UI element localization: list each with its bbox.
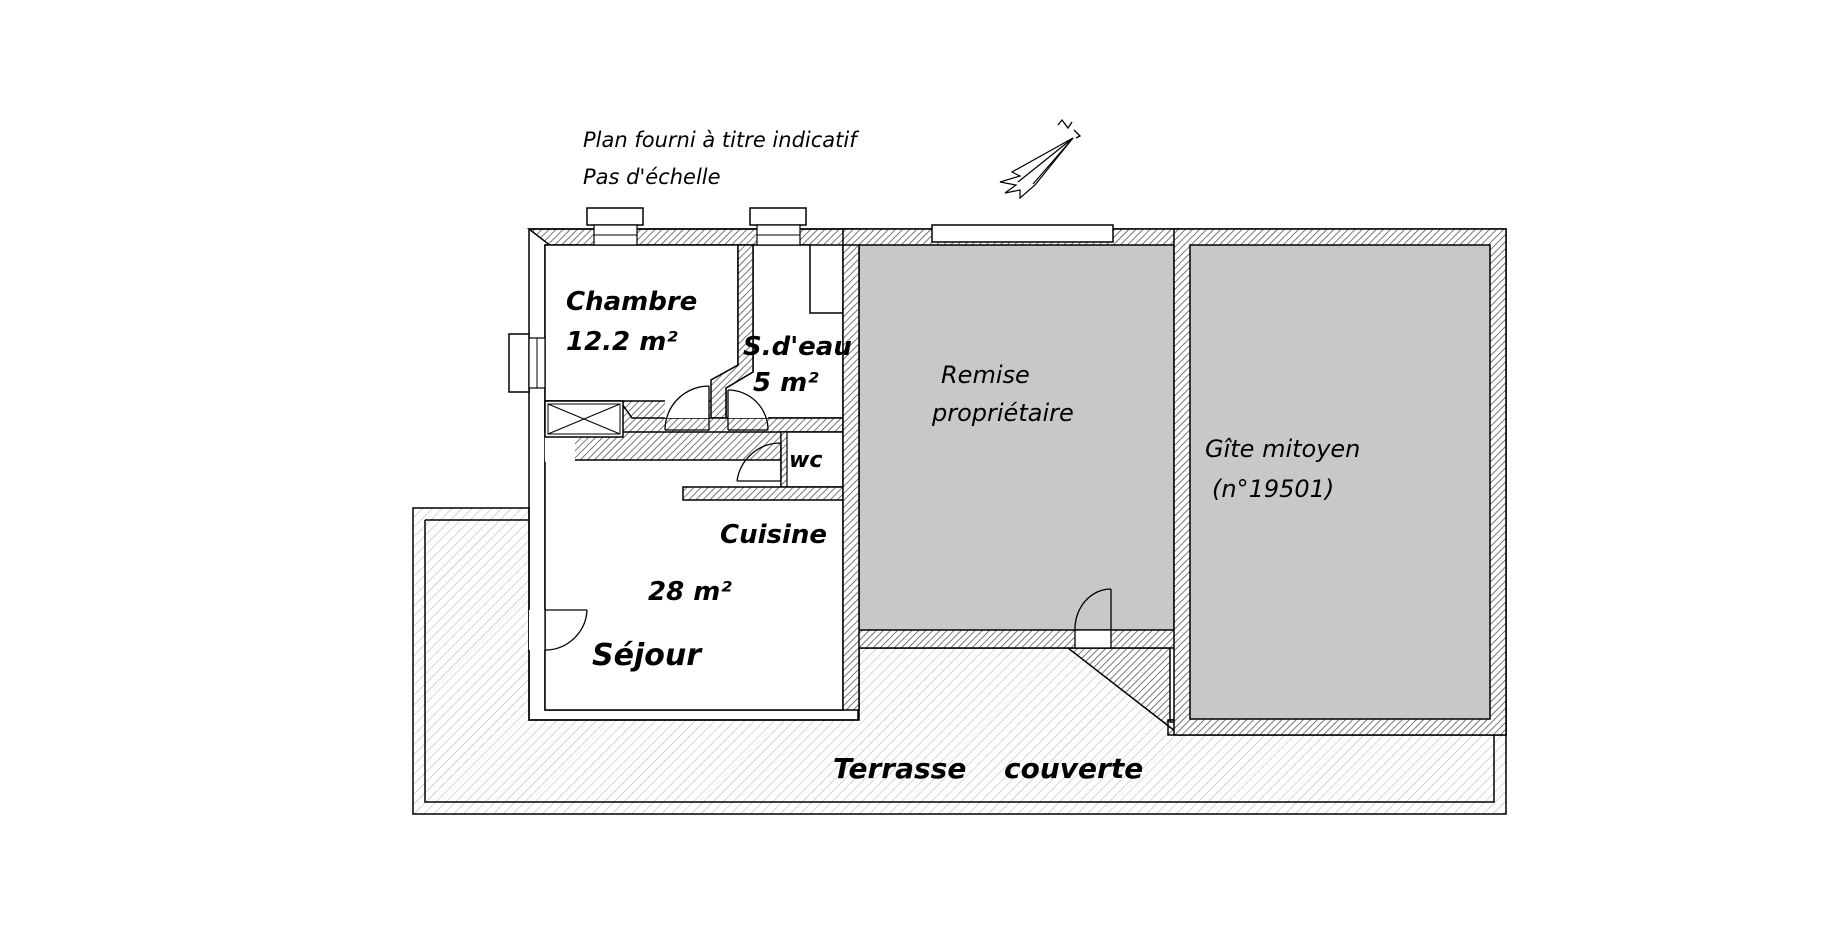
gite-label-line1: Gîte mitoyen bbox=[1205, 435, 1360, 463]
sejour-label: Séjour bbox=[592, 638, 703, 673]
remise-room bbox=[842, 228, 1181, 649]
remise-label-line2: propriétaire bbox=[931, 399, 1074, 427]
door-remise bbox=[1074, 588, 1112, 649]
window-sdeau-top bbox=[749, 207, 807, 246]
chambre-area: 12.2 m² bbox=[566, 327, 678, 357]
interior-walls bbox=[544, 244, 860, 711]
chambre-label: Chambre bbox=[566, 287, 697, 317]
door-sdeau bbox=[727, 389, 769, 431]
remise-window bbox=[931, 224, 1114, 243]
couverte-label: couverte bbox=[1004, 752, 1143, 785]
terrasse-label: Terrasse bbox=[833, 752, 966, 785]
sdeau-area: 5 m² bbox=[753, 368, 819, 398]
cuisine-label: Cuisine bbox=[720, 520, 827, 550]
plan-note-line1: Plan fourni à titre indicatif bbox=[583, 128, 860, 152]
sdeau-label: S.d'eau bbox=[743, 332, 852, 362]
wc-label: wc bbox=[789, 448, 822, 473]
door-entrance bbox=[529, 609, 588, 651]
wardrobe bbox=[544, 400, 624, 438]
plan-note-line2: Pas d'échelle bbox=[583, 165, 721, 189]
gite-room bbox=[1173, 228, 1507, 736]
door-chambre bbox=[664, 385, 710, 431]
north-arrow-icon bbox=[999, 118, 1082, 200]
window-chambre-side bbox=[508, 333, 546, 393]
remise-label-line1: Remise bbox=[941, 361, 1030, 389]
door-wc bbox=[736, 442, 782, 482]
gite-label-line2: (n°19501) bbox=[1212, 475, 1334, 503]
window-chambre-top bbox=[586, 207, 644, 246]
cuisine-area: 28 m² bbox=[648, 577, 732, 607]
